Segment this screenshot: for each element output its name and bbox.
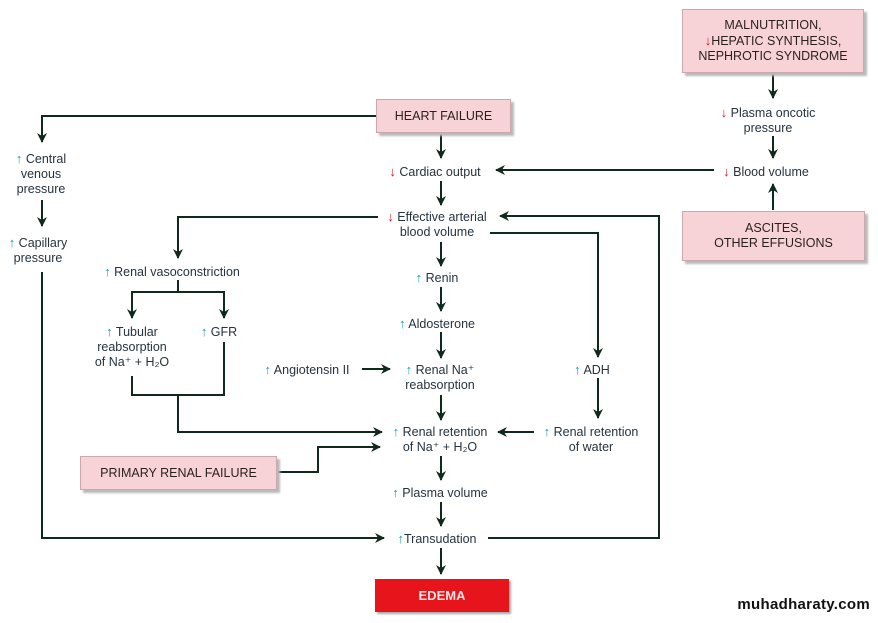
heart-failure-box: HEART FAILURE [376, 99, 511, 133]
arrow-vaso-to-tubular [127, 280, 179, 319]
renal-vasoconstriction-node: ↑ Renal vasoconstriction [104, 264, 240, 279]
increase-icon: ↑ [106, 324, 113, 339]
decrease-icon: ↓ [389, 164, 396, 179]
renal-na-reabsorption-node: ↑ Renal Na⁺ reabsorption [405, 362, 475, 392]
tubular-reabsorption-node: ↑ Tubular reabsorption of Na⁺ + H₂O [94, 324, 170, 369]
increase-icon: ↑ [543, 424, 551, 439]
renin-node: ↑ Renin [415, 270, 459, 285]
increase-icon: ↑ [200, 324, 208, 339]
adh-node: ↑ ADH [574, 362, 610, 377]
arrow-capillary-to-transudation [41, 272, 385, 543]
increase-icon: ↑ [15, 151, 23, 166]
arrow-eabv-to-vasoconstriction [173, 216, 378, 259]
angiotensin-ii-node: ↑ Angiotensin II [264, 362, 350, 377]
increase-icon: ↑ [392, 424, 400, 439]
increase-icon: ↑ [397, 531, 405, 546]
decrease-icon: ↓ [704, 33, 712, 48]
edema-box: EDEMA [375, 579, 509, 612]
increase-icon: ↑ [574, 362, 581, 377]
malnutrition-line2: HEPATIC SYNTHESIS, [711, 34, 842, 48]
increase-icon: ↑ [392, 485, 399, 500]
increase-icon: ↑ [264, 362, 271, 377]
decrease-icon: ↓ [387, 209, 394, 224]
decrease-icon: ↓ [723, 164, 730, 179]
malnutrition-line1: MALNUTRITION, [724, 18, 822, 32]
increase-icon: ↑ [398, 316, 406, 331]
watermark: muhadharaty.com [737, 596, 870, 613]
aldosterone-node: ↑ Aldosterone [398, 316, 476, 331]
increase-icon: ↑ [8, 235, 16, 250]
increase-icon: ↑ [415, 270, 423, 285]
central-venous-pressure-node: ↑ Central venous pressure [15, 151, 67, 196]
increase-icon: ↑ [405, 362, 413, 377]
arrow-transudation-to-eabv [488, 211, 660, 539]
arrow-hf-to-cvp [37, 115, 376, 143]
blood-volume-node: ↓ Blood volume [723, 164, 809, 179]
primary-renal-failure-label: PRIMARY RENAL FAILURE [100, 465, 257, 480]
arrow-vaso-to-gfr [178, 291, 229, 319]
cardiac-output-node: ↓ Cardiac output [389, 164, 481, 179]
plasma-oncotic-pressure-node: ↓ Plasma oncotic pressure [720, 105, 816, 135]
ascites-box: ASCITES, OTHER EFFUSIONS [682, 211, 865, 261]
arrow-prf-to-retention [276, 442, 381, 473]
primary-renal-failure-box: PRIMARY RENAL FAILURE [80, 456, 277, 490]
edema-label: EDEMA [418, 588, 466, 603]
plasma-volume-node: ↑ Plasma volume [392, 485, 488, 500]
ascites-line2: OTHER EFFUSIONS [714, 236, 833, 250]
renal-retention-water-node: ↑ Renal retention of water [543, 424, 639, 454]
arrow-merge-to-retention [131, 342, 382, 432]
increase-icon: ↑ [104, 264, 111, 279]
ascites-line1: ASCITES, [745, 221, 802, 235]
malnutrition-box: MALNUTRITION, ↓HEPATIC SYNTHESIS, NEPHRO… [682, 9, 864, 73]
gfr-node: ↑ GFR [200, 324, 238, 339]
effective-arterial-blood-volume-node: ↓ Effective arterial blood volume [387, 209, 487, 239]
heart-failure-label: HEART FAILURE [394, 108, 493, 123]
decrease-icon: ↓ [720, 105, 728, 120]
transudation-node: ↑Transudation [397, 531, 477, 546]
capillary-pressure-node: ↑ Capillary pressure [8, 235, 68, 265]
malnutrition-line3: NEPHROTIC SYNDROME [698, 49, 848, 63]
arrow-eabv-to-adh [490, 232, 603, 358]
renal-retention-node: ↑ Renal retention of Na⁺ + H₂O [392, 424, 488, 454]
